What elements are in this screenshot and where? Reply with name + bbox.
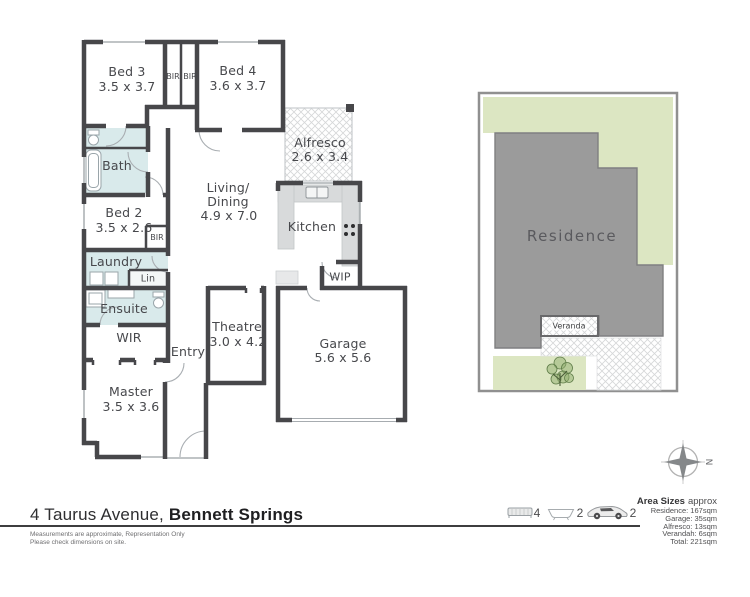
closet-label-wip: WIP <box>329 270 351 284</box>
room-label-kitchen: Kitchen <box>287 218 337 234</box>
room-dims-bed2: 3.5 x 2.6 <box>95 219 153 235</box>
alfresco-hatch <box>284 107 353 182</box>
room-label-master: Master <box>109 383 153 399</box>
address-street: 4 Taurus Avenue, <box>30 505 169 524</box>
veranda-label: Veranda <box>550 321 588 331</box>
rear-lawn <box>493 356 586 390</box>
room-label-living-2: Dining <box>207 193 249 209</box>
closet-label-bir-3: BIR <box>150 233 164 242</box>
room-label-garage: Garage <box>319 335 367 351</box>
closet-label-bir-1: BIR <box>166 72 180 81</box>
living-bench <box>275 270 299 285</box>
room-dims-bed3: 3.5 x 3.7 <box>98 78 156 94</box>
closet-label-bir-2: BIR <box>183 72 197 81</box>
room-label-entry: Entry <box>170 343 206 359</box>
bed-icon <box>507 507 533 518</box>
compass-icon: N <box>661 440 713 484</box>
car-icon <box>587 505 628 520</box>
room-dims-living: 4.9 x 7.0 <box>200 207 258 223</box>
bath-icon <box>547 509 575 521</box>
bath-count: 2 <box>576 506 584 520</box>
property-address: 4 Taurus Avenue, Bennett Springs <box>30 505 303 525</box>
room-dims-alfresco: 2.6 x 3.4 <box>291 148 349 164</box>
walls <box>81 39 408 460</box>
room-label-bath: Bath <box>102 157 132 173</box>
room-dims-bed4: 3.6 x 3.7 <box>209 77 267 93</box>
room-dims-master: 3.5 x 3.6 <box>102 398 160 414</box>
north-label: N <box>703 459 713 466</box>
disclaimer-line-1: Measurements are approximate, Representa… <box>30 531 185 538</box>
room-label-laundry: Laundry <box>89 253 143 269</box>
room-label-bed4: Bed 4 <box>219 62 257 78</box>
address-suburb: Bennett Springs <box>168 505 304 524</box>
area-size-garage: Garage: 35sqm <box>665 513 717 523</box>
door-arcs <box>99 125 339 458</box>
disclaimer-line-2: Please check dimensions on site. <box>30 539 127 546</box>
tree-icon <box>546 356 574 386</box>
room-label-alfresco: Alfresco <box>294 134 346 150</box>
fixtures <box>85 129 329 309</box>
alfresco-post <box>346 104 354 112</box>
windows <box>83 41 396 459</box>
room-dims-theatre: 3.0 x 4.2 <box>209 333 267 349</box>
footer-divider <box>0 525 640 527</box>
area-size-verandah: Verandah: 6sqm <box>662 529 717 539</box>
room-label-ensuite: Ensuite <box>100 300 148 316</box>
disclaimer: Measurements are approximate, Representa… <box>30 531 185 547</box>
paving-hatch <box>540 337 662 391</box>
area-size-total: Total: 221sqm <box>670 537 717 547</box>
closet-label-lin: Lin <box>140 273 156 285</box>
room-label-bed3: Bed 3 <box>108 63 146 79</box>
room-label-theatre: Theatre <box>212 318 262 334</box>
room-label-bed2: Bed 2 <box>105 204 143 220</box>
room-dims-garage: 5.6 x 5.6 <box>314 349 372 365</box>
residence-footprint <box>494 132 664 349</box>
room-label-living-1: Living/ <box>206 179 250 195</box>
area-size-residence: Residence: 167sqm <box>650 506 717 515</box>
garden-area <box>483 97 673 265</box>
bed-count: 4 <box>533 506 541 520</box>
car-count: 2 <box>629 506 637 520</box>
kitchen-counter <box>277 184 360 267</box>
residence-label: Residence <box>526 227 618 245</box>
area-size-alfresco: Alfresco: 13sqm <box>663 521 717 531</box>
room-label-wir: WIR <box>116 329 142 345</box>
area-sizes-heading-suffix: approx <box>687 496 717 507</box>
thin-walls <box>84 42 263 365</box>
linen-floor <box>129 270 168 288</box>
cooktop-icon <box>344 224 355 236</box>
